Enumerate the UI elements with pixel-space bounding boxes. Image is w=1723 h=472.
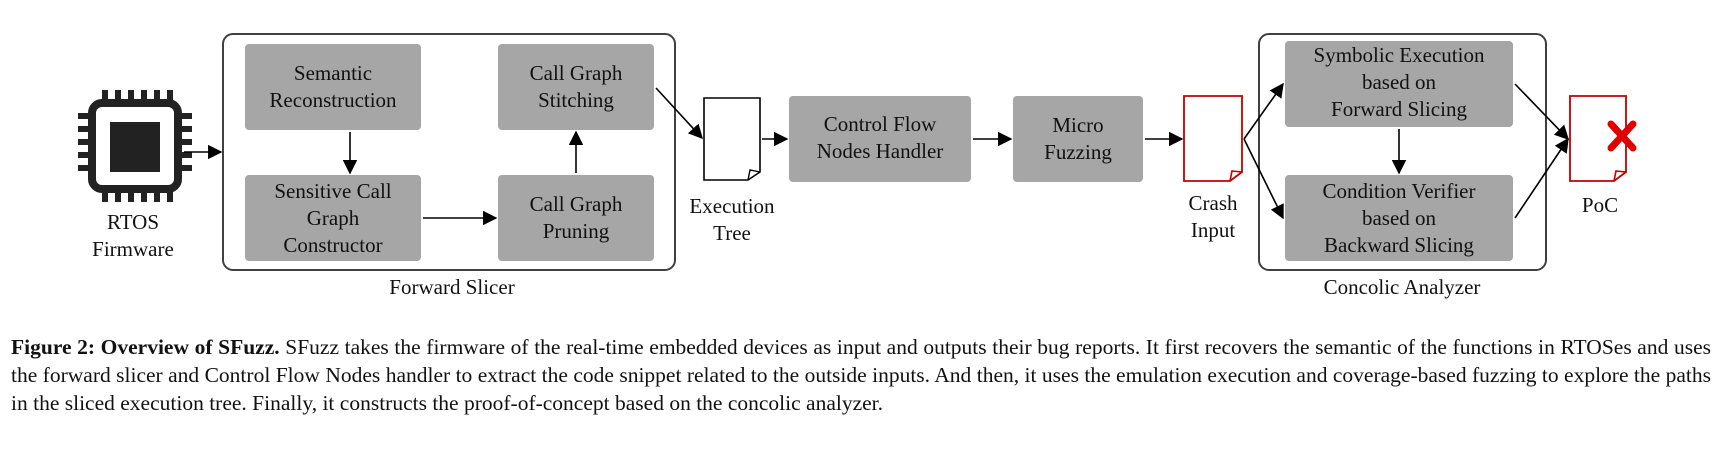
symbolic-execution-line1: Symbolic Execution [1314,43,1485,67]
micro-fuzzing-box [1013,96,1143,182]
crash-label: Crash [1189,191,1238,215]
call-graph-stitching-line1: Call Graph [530,61,623,85]
call-graph-pruning-line2: Pruning [543,219,610,243]
caption-label: Figure 2: Overview of SFuzz. [11,335,280,359]
micro-fuzzing-line2: Fuzzing [1044,140,1112,164]
forward-slicer-frame [222,33,676,271]
semantic-reconstruction-line1: Semantic [294,61,372,85]
overview-diagram: RTOS Firmware Forward Slicer Semantic Re… [78,33,1637,299]
call-graph-stitching-box [498,44,654,130]
sensitive-call-graph-line2: Graph [307,206,360,230]
control-flow-handler-line2: Nodes Handler [817,139,944,163]
condition-verifier-line2: based on [1362,206,1437,230]
cross-icon [1607,120,1637,152]
condition-verifier-box [1285,175,1513,261]
poc-doc-icon [1569,95,1627,182]
crash-input-doc-icon [1183,95,1243,182]
execution-label: Execution [689,194,775,218]
call-graph-pruning-line1: Call Graph [530,192,623,216]
firmware-label: Firmware [92,237,174,261]
sensitive-call-graph-box [245,175,421,261]
caption-text: SFuzz takes the firmware of the real-tim… [11,335,1711,415]
sensitive-call-graph-line1: Sensitive Call [274,179,391,203]
figure-caption: Figure 2: Overview of SFuzz. SFuzz takes… [11,333,1711,417]
condition-verifier-line1: Condition Verifier [1322,179,1475,203]
sensitive-call-graph-line3: Constructor [283,233,382,257]
chip-icon [78,90,192,202]
semantic-reconstruction-box [245,44,421,130]
execution-tree-doc-icon [703,97,761,181]
control-flow-handler-box [789,96,971,182]
condition-verifier-line3: Backward Slicing [1324,233,1474,257]
call-graph-pruning-box [498,175,654,261]
symbolic-execution-box [1285,41,1513,127]
call-graph-stitching-line2: Stitching [538,88,614,112]
tree-label: Tree [713,221,751,245]
rtos-label: RTOS [107,210,159,234]
forward-slicer-title: Forward Slicer [389,275,514,299]
concolic-analyzer-title: Concolic Analyzer [1324,275,1481,299]
input-label: Input [1191,218,1235,242]
micro-fuzzing-line1: Micro [1052,113,1103,137]
symbolic-execution-line2: based on [1362,70,1437,94]
concolic-analyzer-frame [1258,33,1547,271]
symbolic-execution-line3: Forward Slicing [1331,97,1467,121]
flow-arrows [184,82,1569,226]
semantic-reconstruction-line2: Reconstruction [269,88,397,112]
control-flow-handler-line1: Control Flow [824,112,937,136]
poc-label: PoC [1582,193,1618,217]
